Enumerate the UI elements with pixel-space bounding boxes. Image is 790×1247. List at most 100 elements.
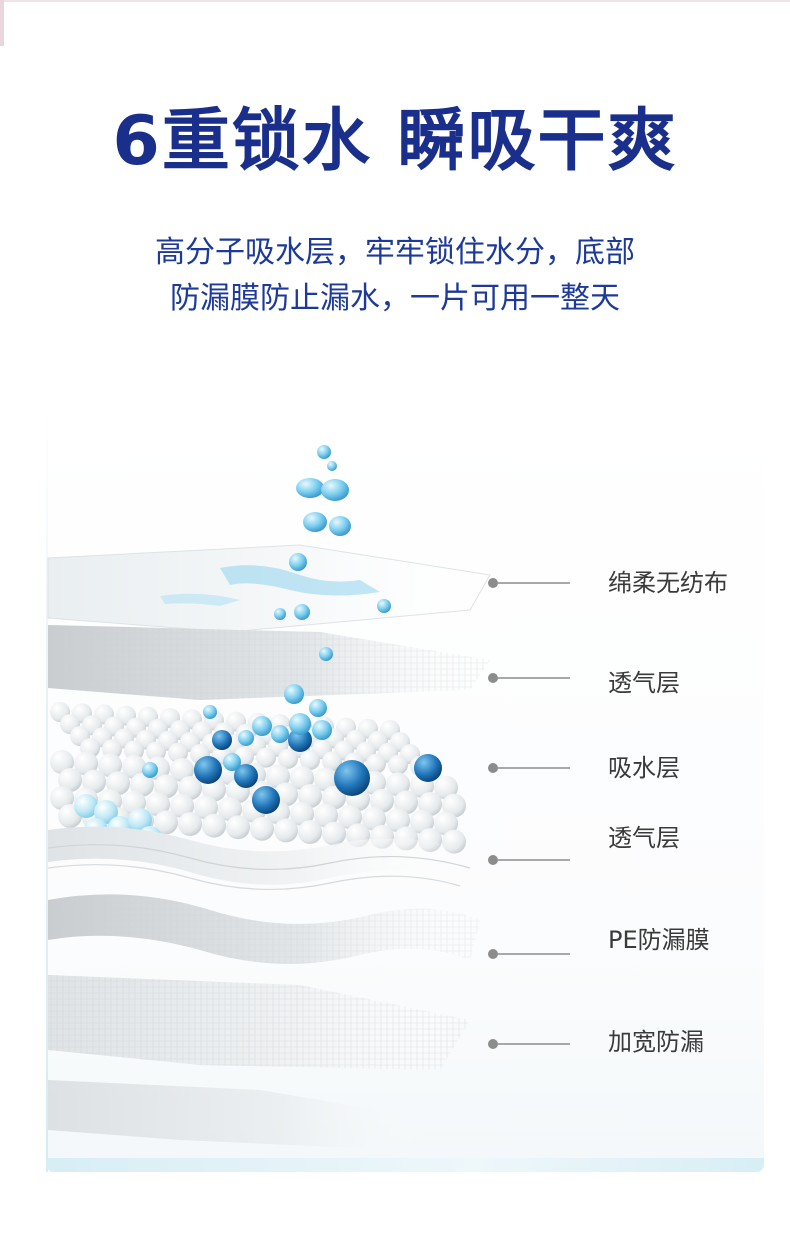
layer-pe-film xyxy=(48,894,480,964)
water-droplets xyxy=(274,445,391,717)
callout-dot xyxy=(488,763,498,773)
callout-dot xyxy=(488,578,498,588)
absorbent-bead xyxy=(58,768,82,792)
absorbent-bead xyxy=(106,771,130,796)
absorbent-bead xyxy=(290,766,314,790)
absorbent-bead xyxy=(434,775,458,800)
absorbent-bead xyxy=(178,776,202,800)
label-layer-6: 加宽防漏 xyxy=(608,1028,704,1056)
absorbent-bead xyxy=(289,713,311,735)
absorbent-bead xyxy=(362,806,386,831)
label-layer-3: 吸水层 xyxy=(608,754,680,782)
callout-dot xyxy=(488,855,498,865)
layer-leak-guard xyxy=(48,975,470,1150)
absorbent-bead xyxy=(434,811,458,836)
absorbent-bead xyxy=(386,772,410,797)
absorbent-bead xyxy=(314,803,338,828)
absorbent-bead xyxy=(386,808,410,833)
subtitle-line-2: 防漏膜防止漏水，一片可用一整天 xyxy=(170,281,620,316)
absorbent-bead xyxy=(274,782,298,807)
absorbent-bead xyxy=(98,753,122,778)
absorbent-bead xyxy=(218,797,242,822)
absorbent-bead xyxy=(322,821,346,846)
absorbent-bead xyxy=(124,740,144,761)
label-layer-1: 绵柔无纺布 xyxy=(608,569,728,597)
absorbent-bead xyxy=(170,794,194,818)
callout-dot xyxy=(488,673,498,683)
top-rule xyxy=(0,0,790,2)
absorbent-bead xyxy=(252,716,272,736)
callout-line xyxy=(498,859,570,861)
layer-sheet-breathable-1 xyxy=(48,625,490,700)
absorbent-bead xyxy=(226,815,250,840)
absorbent-bead xyxy=(410,810,434,834)
absorbent-bead xyxy=(142,762,158,778)
callout-dot xyxy=(488,1039,498,1049)
absorbent-bead xyxy=(194,756,222,784)
absorbent-bead xyxy=(338,805,362,830)
label-layer-4: 透气层 xyxy=(608,824,680,852)
layer-sheet-breathable-2 xyxy=(47,826,471,891)
absorbent-bead xyxy=(312,720,332,740)
absorbent-bead xyxy=(202,813,226,838)
absorbent-bead xyxy=(322,785,346,810)
absorbent-bead xyxy=(322,751,342,772)
absorbent-bead xyxy=(82,769,106,794)
absorbent-bead xyxy=(122,754,146,779)
absorbent-bead xyxy=(50,750,74,774)
absorbent-bead xyxy=(252,786,280,814)
absorbent-bead xyxy=(170,758,194,782)
absorbent-bead xyxy=(146,741,166,762)
absorbent-bead xyxy=(178,812,202,836)
absorbent-bead xyxy=(256,747,276,768)
absorbent-bead xyxy=(442,793,466,818)
absorbent-bead xyxy=(418,792,442,816)
absorbent-bead xyxy=(212,730,232,750)
absorbent-bead xyxy=(290,802,314,826)
callout-line xyxy=(498,677,570,679)
absorbent-bead xyxy=(271,725,289,743)
absorbent-bead xyxy=(278,748,298,769)
absorbent-bead xyxy=(334,760,370,796)
callout-line xyxy=(498,1043,570,1045)
corner-mark xyxy=(0,0,4,46)
absorbent-bead xyxy=(128,808,152,832)
callout-line xyxy=(498,582,570,584)
absorbent-bead xyxy=(388,754,408,775)
absorbent-bead xyxy=(194,795,218,820)
subtitle-line-1: 高分子吸水层，牢牢锁住水分，底部 xyxy=(155,235,635,270)
absorbent-bead xyxy=(50,786,74,810)
absorbent-bead xyxy=(298,820,322,844)
label-layer-5: PE防漏膜 xyxy=(608,926,710,954)
absorbent-bead xyxy=(74,751,98,776)
absorbent-bead xyxy=(366,753,386,774)
absorbent-bead xyxy=(223,753,241,771)
layer-sheet-nonwoven xyxy=(47,544,491,633)
absorbent-bead xyxy=(394,790,418,815)
absorbent-bead xyxy=(94,800,118,824)
absorbent-bead xyxy=(238,730,254,746)
absorbent-bead xyxy=(154,774,178,799)
panel-bottom-edge xyxy=(46,1158,764,1172)
callout-line xyxy=(498,767,570,769)
absorbent-bead xyxy=(154,810,178,835)
absorbent-bead xyxy=(146,792,170,817)
absorbent-bead xyxy=(266,764,290,789)
absorbent-bead xyxy=(274,818,298,843)
label-layer-2: 透气层 xyxy=(608,669,680,697)
absorbent-bead xyxy=(370,788,394,813)
absorbent-bead xyxy=(203,705,217,719)
page-title: 6重锁水 瞬吸干爽 xyxy=(112,102,678,181)
absorbent-bead xyxy=(250,816,274,841)
callout-line xyxy=(498,953,570,955)
page-subtitle: 高分子吸水层，牢牢锁住水分，底部 防漏膜防止漏水，一片可用一整天 xyxy=(0,230,790,322)
absorbent-bead xyxy=(168,742,188,763)
absorbent-bead xyxy=(298,784,322,808)
panel-edge xyxy=(46,408,48,1172)
absorbent-bead xyxy=(314,767,338,792)
callout-dot xyxy=(488,949,498,959)
absorbent-bead xyxy=(414,754,442,782)
absorbent-bead xyxy=(300,750,320,770)
absorbent-bead xyxy=(74,794,98,818)
